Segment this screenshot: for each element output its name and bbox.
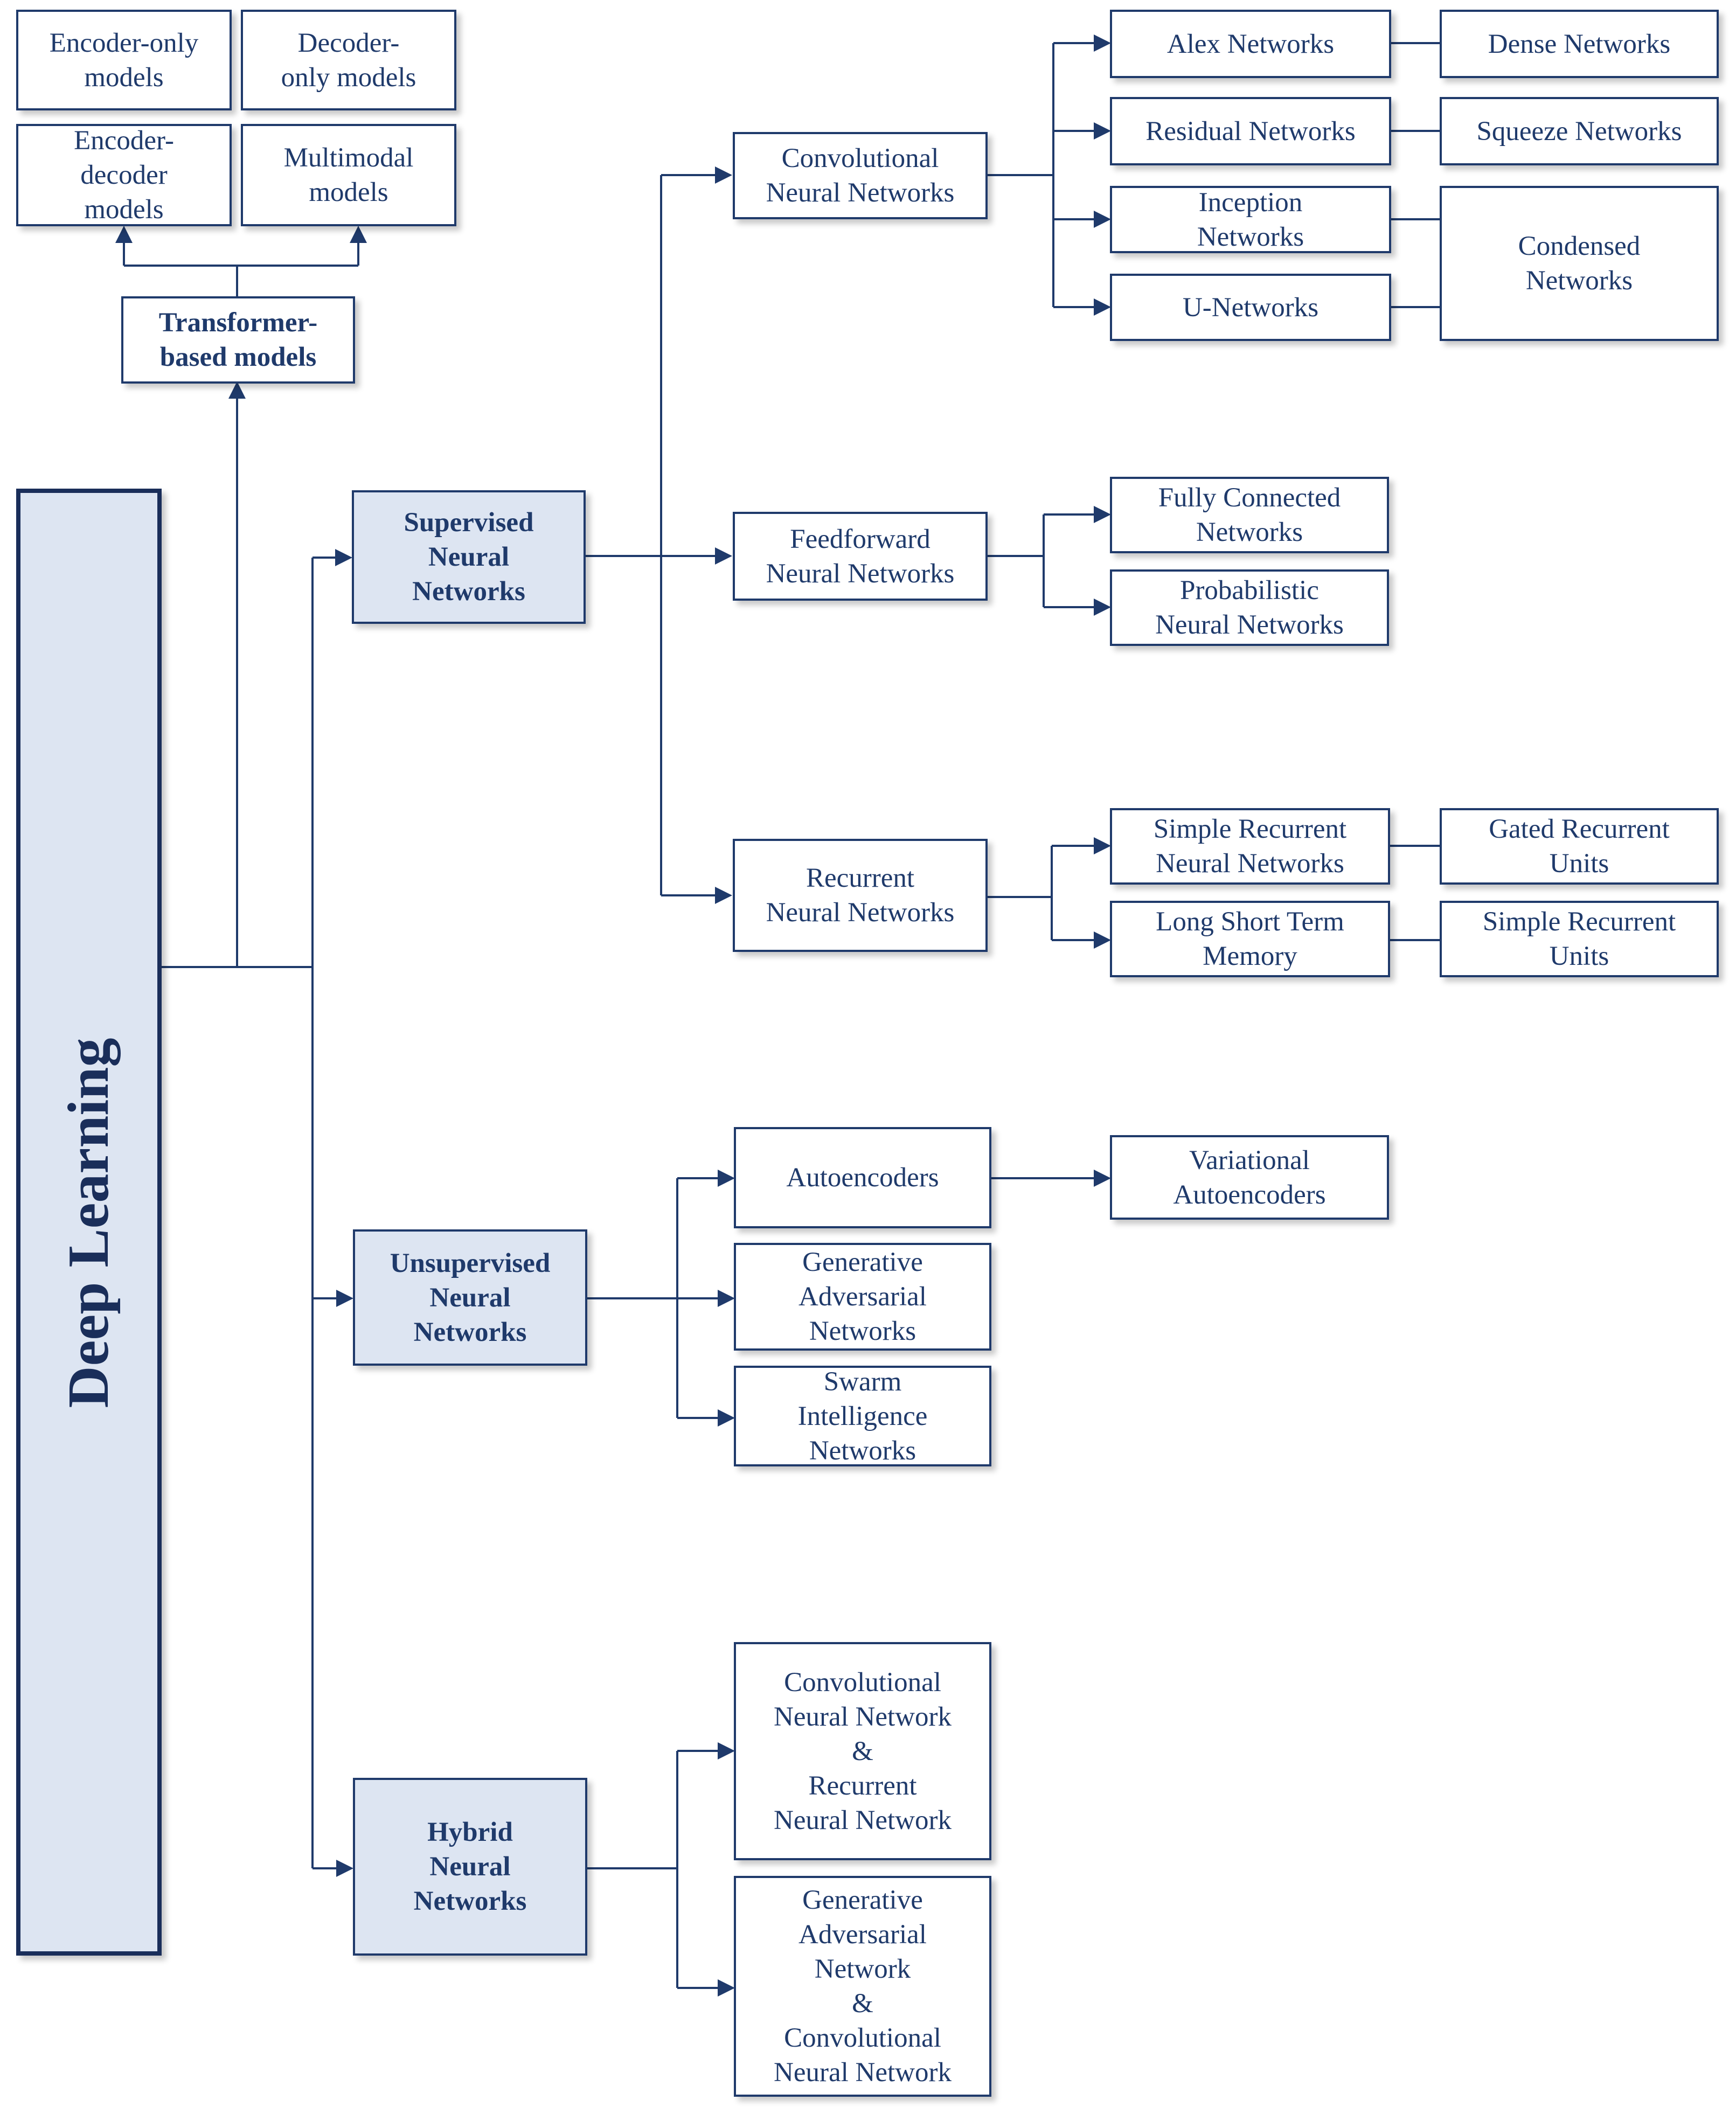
lstm-node: Long Short Term Memory (1110, 901, 1390, 977)
cnn-rnn-hybrid-node: Convolutional Neural Network & Recurrent… (734, 1642, 991, 1860)
dense-networks-node: Dense Networks (1440, 10, 1719, 78)
gan-cnn-hybrid-node: Generative Adversarial Network & Convolu… (734, 1876, 991, 2097)
deep-learning-root (16, 489, 162, 1956)
squeeze-networks-node: Squeeze Networks (1440, 97, 1719, 165)
encoder-decoder-models-node: Encoder- decoder models (16, 124, 232, 226)
simple-recurrent-neural-networks-node: Simple Recurrent Neural Networks (1110, 808, 1390, 885)
fully-connected-networks-node: Fully Connected Networks (1110, 477, 1389, 553)
rnn-node: Recurrent Neural Networks (733, 839, 988, 952)
u-networks-node: U-Networks (1110, 274, 1391, 341)
residual-networks-node: Residual Networks (1110, 97, 1391, 165)
ffnn-node: Feedforward Neural Networks (733, 512, 988, 601)
encoder-only-models-node: Encoder-only models (16, 10, 232, 110)
alex-networks-node: Alex Networks (1110, 10, 1391, 78)
gated-recurrent-units-node: Gated Recurrent Units (1440, 808, 1719, 885)
autoencoders-node: Autoencoders (734, 1127, 991, 1228)
inception-networks-node: Inception Networks (1110, 186, 1391, 253)
gan-node: Generative Adversarial Networks (734, 1243, 991, 1351)
cnn-node: Convolutional Neural Networks (733, 132, 988, 219)
variational-autoencoders-node: Variational Autoencoders (1110, 1135, 1389, 1220)
hybrid-neural-networks-node: Hybrid Neural Networks (353, 1778, 587, 1956)
decoder-only-models-node: Decoder- only models (241, 10, 456, 110)
swarm-intelligence-networks-node: Swarm Intelligence Networks (734, 1366, 991, 1466)
supervised-neural-networks-node: Supervised Neural Networks (352, 490, 586, 624)
multimodal-models-node: Multimodal models (241, 124, 456, 226)
simple-recurrent-units-node: Simple Recurrent Units (1440, 901, 1719, 977)
deep-learning-label: Deep Learning (57, 1038, 121, 1408)
probabilistic-neural-networks-node: Probabilistic Neural Networks (1110, 569, 1389, 646)
transformer-based-models-node: Transformer- based models (121, 296, 355, 384)
unsupervised-neural-networks-node: Unsupervised Neural Networks (353, 1229, 587, 1366)
condensed-networks-node: Condensed Networks (1440, 186, 1719, 341)
